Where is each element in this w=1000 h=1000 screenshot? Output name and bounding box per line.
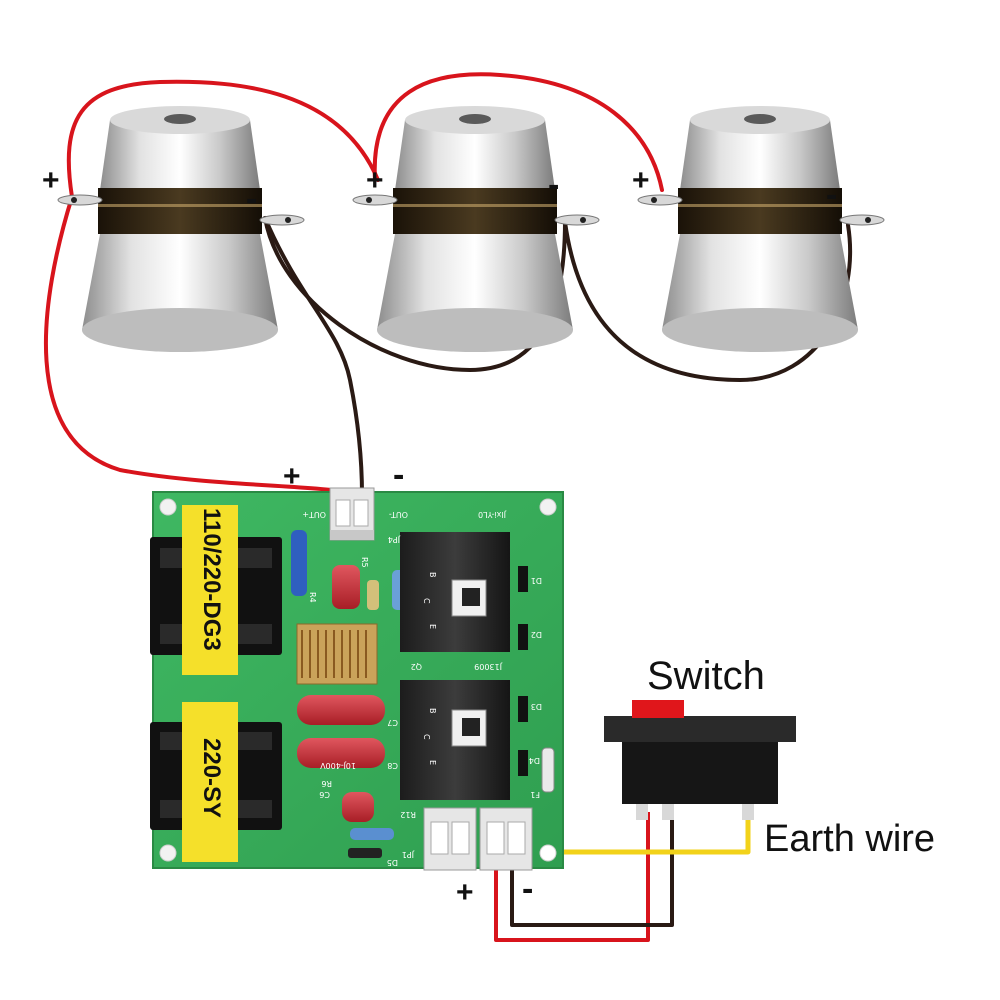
capacitor-c7	[297, 695, 385, 725]
capacitor-c8	[297, 738, 385, 768]
switch-button[interactable]	[632, 700, 684, 718]
transformer-top: 110/220-DG3	[150, 505, 282, 675]
silk-d2: D2	[531, 630, 542, 639]
silk-c6: C6	[319, 790, 330, 799]
earth-wire-label: Earth wire	[764, 818, 936, 860]
positive-wires-transducers	[44, 72, 664, 494]
silk-r4: R4	[308, 592, 317, 603]
power-wires	[494, 812, 751, 942]
transducer-2	[352, 105, 600, 353]
transformer-bottom: 220-SY	[150, 702, 282, 862]
fuse-f1	[541, 747, 555, 793]
transducer-1-plus-label: +	[42, 164, 60, 197]
film-capacitor-small	[332, 565, 360, 609]
silk-version: Jlxi-YL0	[478, 510, 507, 519]
transducer-2-plus-label: +	[366, 164, 384, 197]
silk-out-minus: OUT-	[389, 510, 408, 519]
silk-d5: D5	[387, 858, 398, 867]
silk-c-q2: C	[422, 734, 431, 740]
blue-capacitor	[291, 530, 307, 596]
silk-r5: R5	[360, 557, 369, 568]
silk-d1: D1	[531, 576, 542, 585]
board-output-plus-label: +	[283, 460, 301, 493]
silk-d4: D4	[529, 756, 540, 765]
silk-b-q1: B	[428, 572, 437, 578]
silk-c8: C8	[387, 761, 398, 770]
capacitor-c6	[342, 792, 374, 822]
diode-d5	[348, 848, 382, 858]
diode-d3	[518, 696, 528, 722]
board-output-minus-label: -	[393, 456, 404, 494]
silk-jp4: JP4	[388, 535, 401, 544]
input-terminal-power	[479, 807, 533, 871]
transformer-bottom-label: 220-SY	[198, 738, 225, 818]
silk-c7: C7	[387, 718, 398, 727]
silk-r6: R6	[321, 779, 332, 788]
switch-label: Switch	[647, 654, 765, 698]
silk-transistor: J13009	[474, 662, 503, 671]
silk-jp1: JP1	[402, 850, 415, 859]
inductor-choke	[296, 623, 378, 685]
diode-d4	[518, 750, 528, 776]
silk-f1: F1	[530, 790, 540, 799]
transformer-top-label: 110/220-DG3	[198, 508, 225, 651]
silk-cap-value: 10J-400V	[320, 761, 356, 770]
input-minus-label: -	[522, 870, 533, 908]
transducer-2-minus-label: -	[548, 166, 559, 204]
rocker-switch[interactable]	[604, 700, 796, 820]
diode-d2	[518, 624, 528, 650]
silk-e-q1: E	[428, 624, 437, 629]
silk-d3: D3	[531, 702, 542, 711]
input-plus-label: +	[456, 876, 474, 909]
silk-r12: R12	[400, 810, 416, 819]
transducer-3-plus-label: +	[632, 164, 650, 197]
silk-c-q1: C	[422, 598, 431, 604]
pcb-board: 110/220-DG3 220-SY	[150, 487, 564, 871]
diode-d1	[518, 566, 528, 592]
silk-e-q2: E	[428, 760, 437, 765]
silk-q2: Q2	[411, 662, 422, 671]
silk-b-q2: B	[428, 708, 437, 714]
transducer-1-minus-label: -	[246, 180, 257, 218]
resistor-r4	[367, 580, 379, 610]
resistor-r12	[350, 828, 394, 840]
transducer-3-minus-label: -	[826, 176, 837, 214]
heatsink-q2	[400, 680, 510, 800]
output-terminal-jp4	[329, 487, 375, 541]
silk-out-plus: OUT+	[302, 510, 326, 519]
heatsink-q1	[400, 532, 510, 652]
input-terminal-jp1	[423, 807, 477, 871]
